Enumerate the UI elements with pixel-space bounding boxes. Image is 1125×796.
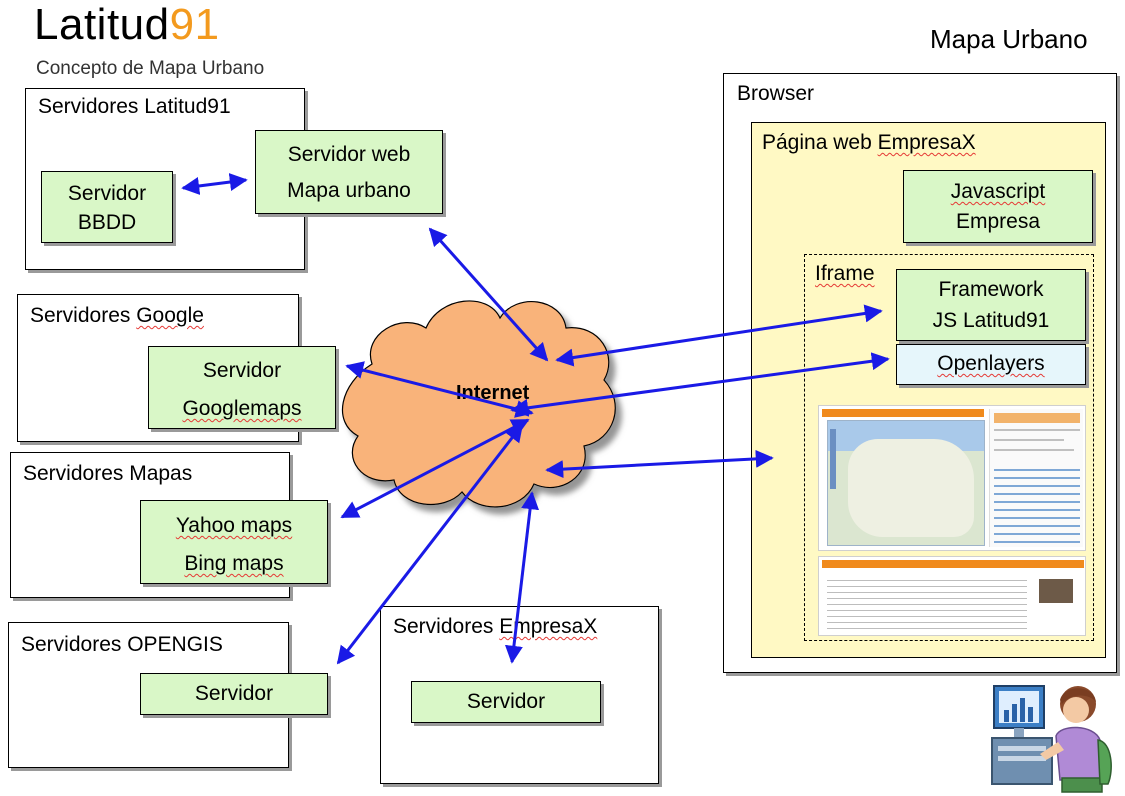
group-opengis-title: Servidores OPENGIS <box>21 633 223 656</box>
node-framework-line1: Framework <box>938 278 1044 301</box>
group-mapas-title: Servidores Mapas <box>23 462 193 485</box>
thumbnail-panel-line <box>994 439 1064 441</box>
node-mapas-line2: Bing maps <box>184 552 284 575</box>
node-framework-line2: JS Latitud91 <box>932 309 1050 332</box>
webpage-title: Página web EmpresaX <box>762 131 976 155</box>
node-bbdd-line1: Servidor <box>67 182 147 205</box>
thumbnail-land <box>848 439 974 537</box>
node-opengis-label: Servidor <box>194 682 274 705</box>
node-openlayers: Openlayers <box>896 344 1086 385</box>
diagram-title: Mapa Urbano <box>930 24 1088 54</box>
logo-main-text: Latitud <box>34 0 170 49</box>
iframe-label-text: Iframe <box>815 262 875 285</box>
node-servidor-googlemaps: Servidor Googlemaps <box>148 346 336 429</box>
arrow-internet-openlayers <box>510 352 890 417</box>
arrow-internet-mapas <box>340 418 530 519</box>
browser-title: Browser <box>737 82 815 105</box>
node-openlayers-label: Openlayers <box>937 352 1045 375</box>
thumbnail-results-list <box>994 463 1080 543</box>
node-web-line2: Mapa urbano <box>287 179 411 202</box>
node-mapas-line1: Yahoo maps <box>175 514 293 537</box>
thumbnail-news-image <box>1039 579 1073 603</box>
logo-accent-text: 91 <box>169 0 220 49</box>
group-google-title-plain: Servidores <box>30 304 137 327</box>
node-google-line1: Servidor <box>202 359 282 382</box>
node-servidor-web: Servidor web Mapa urbano <box>255 130 443 214</box>
group-google-title: Servidores Google <box>30 304 204 328</box>
node-bbdd-line2: BBDD <box>77 211 137 234</box>
group-latitud91-title: Servidores Latitud91 <box>38 95 231 118</box>
arrow-internet-googlemaps <box>345 361 534 418</box>
node-js-line2: Empresa <box>955 210 1041 233</box>
group-google-title-marked: Google <box>136 304 204 327</box>
node-web-line1: Servidor web <box>287 143 411 166</box>
thumbnail-side-panel <box>989 409 1083 547</box>
node-empresax-servidor: Servidor <box>411 681 601 723</box>
arrow-internet-empresax <box>504 491 540 664</box>
node-empresax-label: Servidor <box>466 690 546 713</box>
arrow-web-internet <box>428 227 549 362</box>
thumbnail-map <box>827 420 985 546</box>
user-at-computer-icon <box>991 685 1112 793</box>
subtitle: Concepto de Mapa Urbano <box>36 58 265 79</box>
node-js-line1: Javascript <box>950 180 1046 203</box>
iframe-label: Iframe <box>815 262 875 286</box>
node-google-line2: Googlemaps <box>182 397 302 420</box>
map-screenshot-thumbnail <box>818 405 1086 551</box>
node-framework-js: Framework JS Latitud91 <box>896 269 1086 341</box>
news-screenshot-thumbnail <box>818 556 1086 636</box>
thumbnail-news-header <box>822 560 1084 568</box>
node-servidor-bbdd: Servidor BBDD <box>41 171 173 243</box>
thumbnail-panel-line <box>994 429 1080 431</box>
arrow-internet-opengis <box>336 423 524 665</box>
thumbnail-news-text <box>827 575 1027 631</box>
thumbnail-panel-header <box>994 413 1080 423</box>
thumbnail-panel-line <box>994 449 1074 451</box>
thumbnail-search-bar <box>822 409 984 417</box>
node-javascript-empresa: Javascript Empresa <box>903 170 1093 243</box>
arrow-internet-iframe <box>545 449 774 479</box>
node-yahoo-bing: Yahoo maps Bing maps <box>140 500 328 584</box>
arrow-internet-framework <box>555 304 883 367</box>
webpage-title-plain: Página web <box>762 131 878 154</box>
webpage-title-marked: EmpresaX <box>877 131 976 154</box>
logo-title: Latitud91 <box>34 0 220 50</box>
node-opengis-servidor: Servidor <box>140 673 328 715</box>
arrow-bbdd-web <box>181 173 248 195</box>
thumbnail-zoom-bar <box>830 429 836 489</box>
